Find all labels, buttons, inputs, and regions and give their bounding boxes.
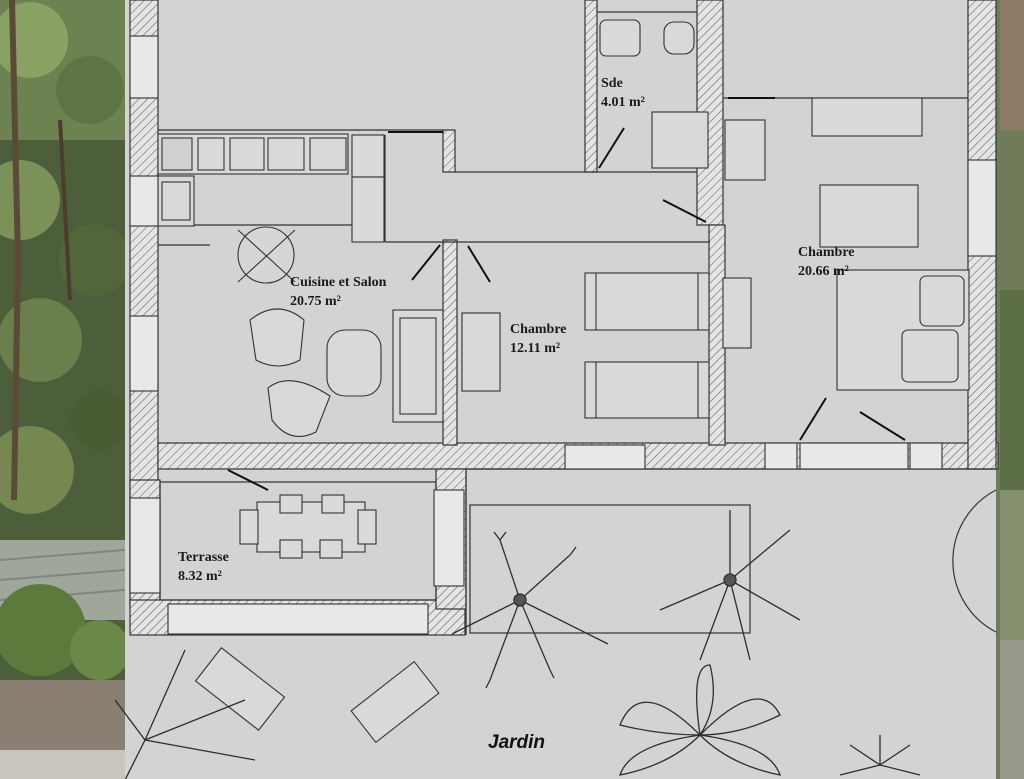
room-area: 4.01 m² [601, 95, 645, 110]
room-area: 20.66 m² [798, 264, 849, 279]
room-label-sde: Sde 4.01 m² [601, 74, 645, 112]
room-name: Chambre [798, 245, 855, 260]
right-foliage-photo [996, 0, 1024, 779]
room-name: Terrasse [178, 550, 229, 565]
garden-label: Jardin [488, 732, 546, 753]
furniture [129, 19, 997, 744]
room-area: 12.11 m² [510, 341, 561, 356]
room-area: 8.32 m² [178, 569, 222, 584]
room-name: Sde [601, 76, 623, 91]
doors [227, 97, 906, 491]
room-area: 20.75 m² [290, 294, 341, 309]
room-label-chambre-1: Chambre 12.11 m² [510, 320, 567, 358]
room-label-terrasse: Terrasse 8.32 m² [178, 548, 229, 586]
left-foliage-photo [0, 0, 131, 779]
room-label-chambre-2: Chambre 20.66 m² [798, 243, 855, 281]
room-name: Chambre [510, 322, 567, 337]
room-name: Cuisine et Salon [290, 275, 387, 290]
room-label-cuisine-salon: Cuisine et Salon 20.75 m² [290, 273, 386, 311]
garden-plants [114, 510, 921, 779]
